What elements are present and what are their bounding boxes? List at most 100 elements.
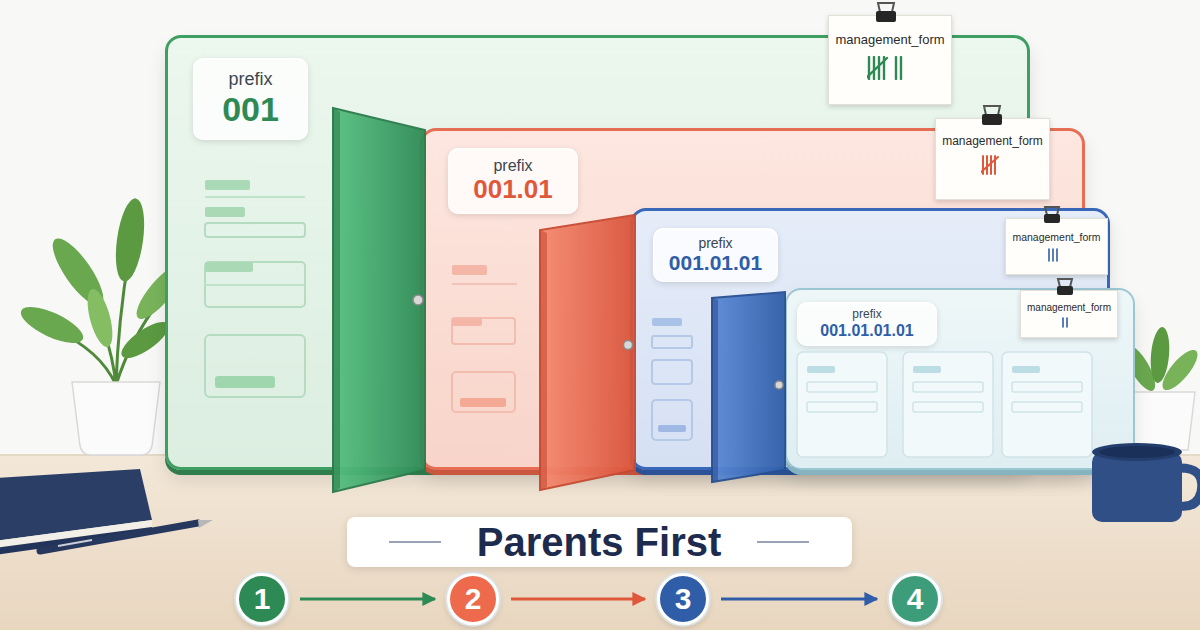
mug [1092, 443, 1200, 522]
nested-panel: prefix001management_formprefix001.01mana… [165, 35, 1030, 470]
binder-clip [1058, 279, 1072, 287]
form-placeholders [205, 207, 245, 217]
open-door [540, 215, 635, 490]
prefix-value: 001.01 [465, 175, 561, 205]
left-plant [83, 286, 118, 349]
binder-clip [1045, 207, 1059, 215]
form-placeholders [205, 223, 305, 237]
form-placeholders [652, 336, 692, 348]
management-form-note: management_form [828, 15, 952, 105]
form-placeholders [807, 366, 835, 373]
pen [198, 520, 213, 528]
tally-marks [1047, 248, 1067, 262]
form-placeholders [913, 382, 983, 392]
open-door [624, 341, 633, 350]
step-circle: 1 [236, 573, 288, 625]
open-door [712, 298, 718, 482]
form-placeholders [903, 352, 993, 457]
banner-dash [389, 541, 441, 543]
binder-clip [984, 106, 1000, 115]
mug [1099, 446, 1175, 458]
form-placeholders [205, 284, 305, 286]
step-circle: 2 [447, 573, 499, 625]
form-label: management_form [1012, 231, 1100, 244]
left-plant [111, 197, 148, 284]
prefix-label: prefix [808, 308, 926, 322]
form-placeholders [652, 360, 692, 384]
form-placeholders [205, 262, 253, 272]
mug [1092, 443, 1182, 461]
form-label: management_form [942, 134, 1043, 148]
step-number: 2 [465, 584, 482, 614]
open-door [775, 381, 783, 389]
step-circle: 3 [657, 573, 709, 625]
form-placeholders [452, 318, 515, 344]
open-door [540, 230, 547, 490]
notebook [0, 469, 152, 555]
prefix-label: prefix [666, 235, 765, 251]
tally-mark [1048, 249, 1050, 261]
prefix-value: 001 [212, 90, 289, 129]
binder-clip [1044, 214, 1060, 223]
prefix-badge: prefix001.01 [448, 148, 578, 214]
binder-clip [982, 114, 1002, 125]
binder-clip [876, 3, 896, 22]
form-placeholders [205, 335, 305, 397]
pen [40, 520, 213, 551]
form-placeholders [452, 318, 482, 326]
tally-marks [867, 56, 913, 80]
form-placeholders [452, 265, 487, 275]
form-placeholders [807, 402, 877, 412]
binder-clip [1057, 279, 1073, 295]
form-placeholders [205, 196, 305, 198]
left-plant [72, 382, 160, 455]
form-placeholders [797, 352, 887, 457]
open-door [333, 108, 425, 492]
form-placeholders [452, 372, 515, 412]
tally-mark [867, 58, 887, 78]
binder-clip [982, 106, 1002, 125]
left-plant [16, 300, 88, 350]
management-form-note: management_form [935, 118, 1050, 200]
mug [1180, 468, 1200, 506]
management-form-note: management_form [1020, 290, 1118, 338]
right-plant [1157, 345, 1200, 395]
form-label: management_form [835, 32, 944, 48]
form-placeholders [205, 262, 305, 307]
prefix-value: 001.01.01 [666, 251, 765, 275]
open-door [413, 295, 423, 305]
tally-mark [981, 157, 998, 173]
form-placeholders [205, 180, 250, 190]
open-door [333, 108, 340, 492]
form-placeholders [913, 402, 983, 412]
binder-clip [1044, 207, 1060, 223]
step-number: 1 [254, 584, 271, 614]
pen [58, 540, 92, 546]
desk [0, 455, 1200, 630]
pen [40, 523, 198, 551]
form-placeholders [460, 398, 506, 407]
title-banner: Parents First [347, 517, 852, 567]
flow-arrow [511, 598, 645, 601]
tally-mark [1066, 318, 1068, 327]
step-circle: 4 [889, 573, 941, 625]
tally-mark [900, 57, 902, 79]
form-placeholders [1012, 382, 1082, 392]
binder-clip [1057, 286, 1073, 295]
open-door [712, 292, 785, 482]
form-placeholders [913, 366, 941, 373]
form-label: management_form [1027, 302, 1111, 314]
form-placeholders [658, 425, 686, 432]
binder-clip [876, 11, 896, 22]
form-placeholders [652, 318, 682, 326]
prefix-label: prefix [465, 157, 561, 175]
form-placeholders [1012, 402, 1082, 412]
nested-panel: prefix001.01.01management_formprefix001.… [630, 208, 1110, 470]
prefix-badge: prefix001.01.01.01 [797, 302, 937, 346]
form-placeholders [1002, 352, 1092, 457]
tally-marks [1061, 317, 1077, 328]
form-placeholders [652, 400, 692, 440]
form-placeholders [452, 283, 517, 285]
